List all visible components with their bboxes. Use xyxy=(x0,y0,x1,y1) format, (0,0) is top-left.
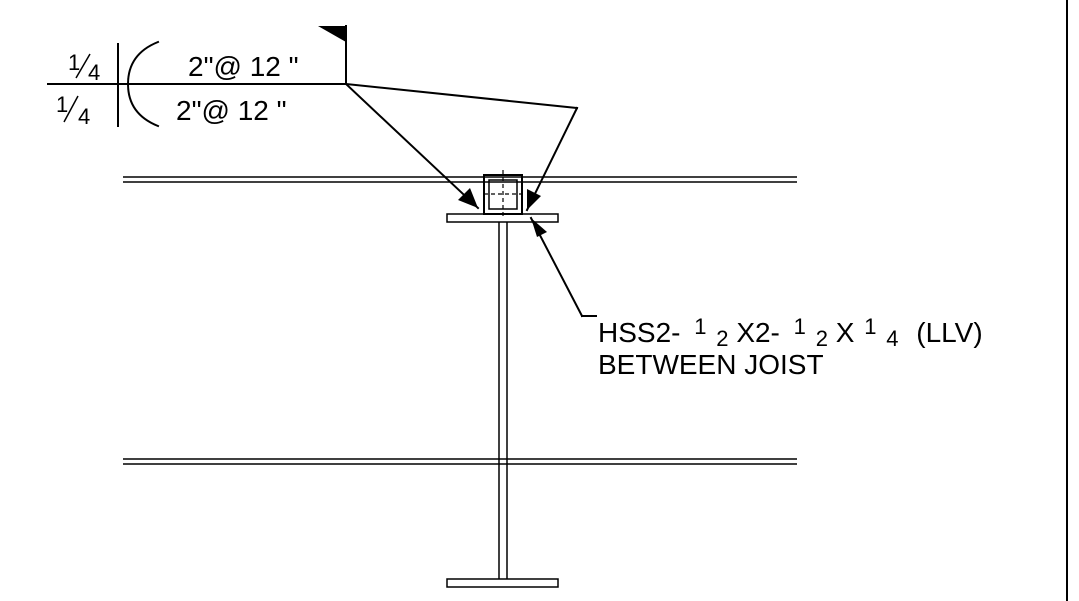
callout-line1: HSS2- 1 2 X2- 1 2 X 1 4 (LLV) xyxy=(598,309,983,352)
hss-callout: HSS2- 1 2 X2- 1 2 X 1 4 (LLV) BETWEEN JO… xyxy=(529,216,983,380)
other-side-size-den: 4 xyxy=(78,104,90,129)
other-side-length-pitch: 2"@ 12 " xyxy=(176,95,287,126)
weld-symbol: 1 4 2"@ 12 " 1 4 2"@ 12 " xyxy=(47,25,579,212)
callout-line2: BETWEEN JOIST xyxy=(598,349,824,380)
fillet-weld-arc-other-icon xyxy=(126,82,160,128)
field-weld-flag-icon xyxy=(318,26,346,42)
fillet-weld-arc-arrow-icon xyxy=(126,40,160,86)
arrow-head-right-icon xyxy=(527,189,541,210)
arrow-head-left-icon xyxy=(458,188,478,208)
other-side-size-num: 1 xyxy=(56,92,68,117)
lower-beam xyxy=(123,458,797,465)
arrow-side-size-den: 4 xyxy=(88,60,100,85)
callout-arrow-icon xyxy=(531,218,547,237)
arrow-side-size-num: 1 xyxy=(68,50,80,75)
hss-tube xyxy=(483,170,523,218)
upper-beam xyxy=(123,176,797,183)
arrow-side-length-pitch: 2"@ 12 " xyxy=(188,51,299,82)
wide-flange-member xyxy=(446,213,559,588)
